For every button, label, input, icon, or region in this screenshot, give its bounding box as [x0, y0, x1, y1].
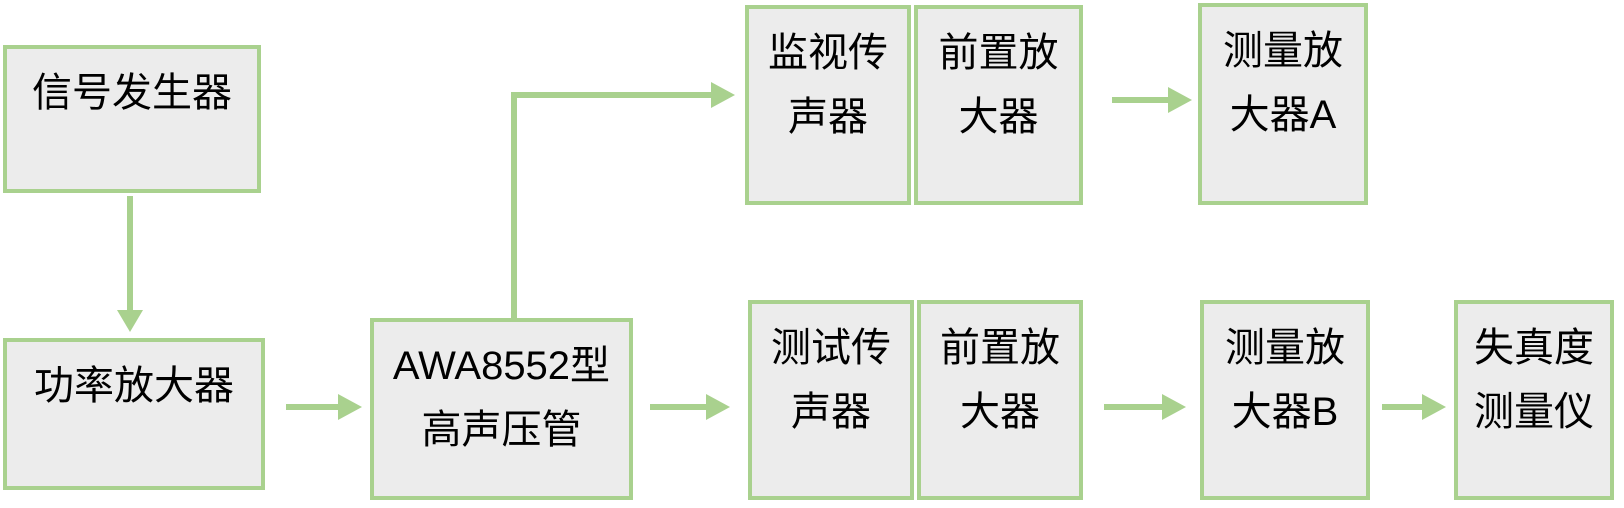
arrow-preamp-to-amp-b-head-icon [1162, 394, 1186, 420]
node-label-line: 大器 [960, 390, 1040, 434]
node-label-line: 大器 [958, 95, 1039, 139]
node-label-line: 大器B [1231, 390, 1339, 434]
arrow-amp-b-to-distortion-shaft [1382, 404, 1422, 410]
arrow-power-to-tube-shaft [286, 404, 338, 410]
node-label-line: 前置放 [938, 31, 1059, 75]
node-label-line: 测量放 [1223, 29, 1343, 73]
arrow-preamp-to-amp-a-shaft [1112, 97, 1168, 103]
arrow-tube-to-monitor-head-icon [711, 82, 735, 108]
node-measuring-amplifier-a: 测量放 大器A [1198, 3, 1368, 205]
arrow-tube-to-test-head-icon [706, 394, 730, 420]
node-label-line: 信号发生器 [32, 71, 232, 115]
arrow-tube-to-monitor-vertical-shaft [511, 92, 517, 318]
node-test-microphone: 测试传 声器 [748, 300, 914, 500]
node-monitor-microphone: 监视传 声器 [745, 5, 911, 205]
node-distortion-meter: 失真度 测量仪 [1454, 300, 1614, 500]
arrow-preamp-to-amp-b-shaft [1104, 404, 1162, 410]
node-label-line: 声器 [791, 390, 871, 434]
node-label-line: 声器 [788, 95, 868, 139]
arrow-tube-to-monitor-horizontal-shaft [511, 92, 711, 98]
node-label-line: 测量仪 [1474, 390, 1594, 434]
node-power-amplifier: 功率放大器 [3, 338, 265, 490]
node-label-line: AWA8552型 [392, 344, 611, 388]
arrow-tube-to-test-shaft [650, 404, 706, 410]
node-preamplifier-bottom: 前置放 大器 [917, 300, 1083, 500]
arrow-power-to-tube-head-icon [338, 394, 362, 420]
node-measuring-amplifier-b: 测量放 大器B [1200, 300, 1370, 500]
node-label-line: 测量放 [1225, 326, 1345, 370]
node-label-line: 大器A [1229, 93, 1337, 137]
node-label-line: 高声压管 [421, 408, 582, 452]
node-signal-generator: 信号发生器 [3, 45, 261, 193]
node-label-line: 测试传 [771, 326, 891, 370]
node-preamplifier-top: 前置放 大器 [914, 5, 1083, 205]
arrow-preamp-to-amp-a-head-icon [1168, 87, 1192, 113]
node-label-line: 失真度 [1474, 326, 1594, 370]
node-label-line: 监视传 [768, 31, 888, 75]
arrow-signal-to-power-shaft [127, 196, 133, 310]
node-label-line: 功率放大器 [34, 364, 234, 408]
arrow-amp-b-to-distortion-head-icon [1422, 394, 1446, 420]
node-label-line: 前置放 [940, 326, 1060, 370]
arrow-signal-to-power-head-icon [117, 310, 143, 332]
node-awa8552-tube: AWA8552型 高声压管 [370, 318, 633, 500]
